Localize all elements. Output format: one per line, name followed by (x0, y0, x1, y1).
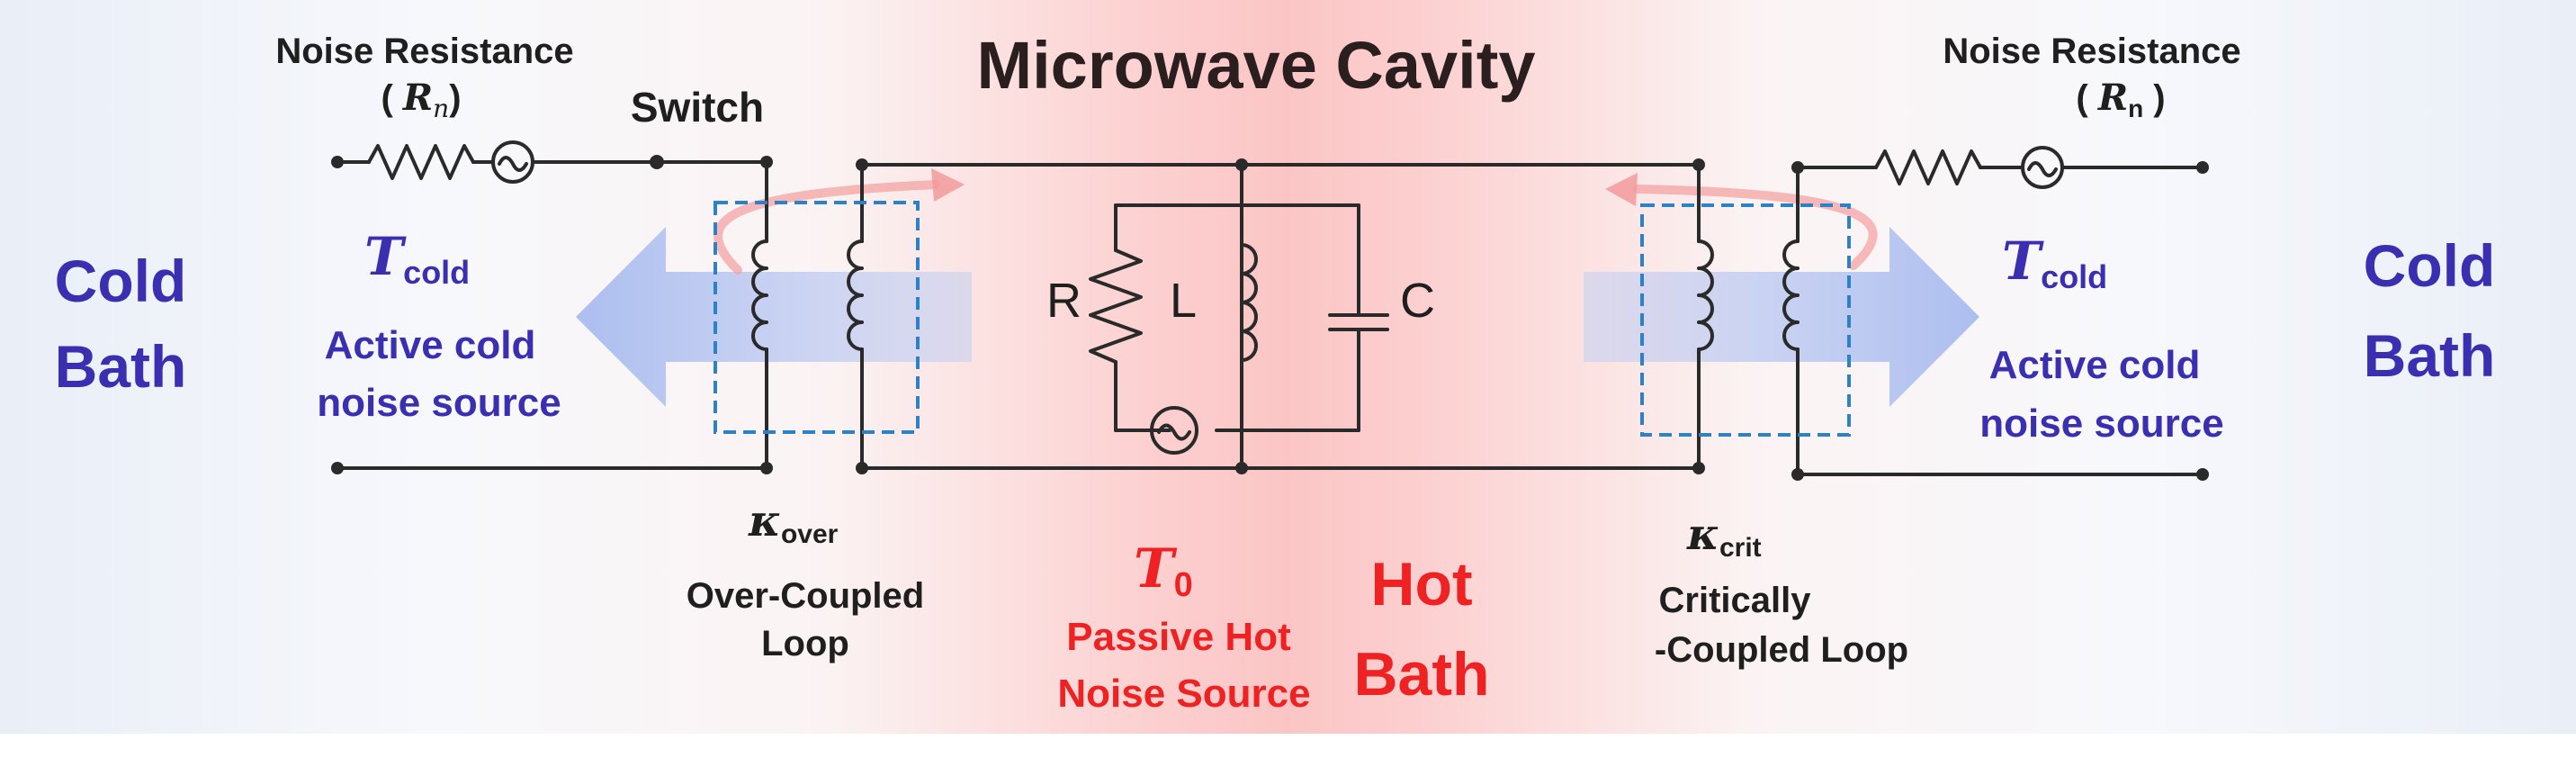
left-temp-symbol: T (364, 226, 407, 287)
cavity-node-top-center (1235, 158, 1248, 171)
left-noise-resistor (367, 144, 475, 180)
cavity-node-top-left (856, 158, 868, 171)
heat-flow-arrow-left (576, 227, 972, 407)
left-temp-subscript: cold (403, 254, 470, 291)
right-cold-bath-line2: Bath (2364, 322, 2496, 389)
kappa-crit-symbol: κ (1686, 510, 1719, 560)
left-coupling-loop-box (714, 201, 920, 434)
right-noise-resistance-label: Noise Resistance (1943, 32, 2240, 71)
kappa-crit-subscript: crit (1719, 533, 1762, 563)
over-coupled-line1: Over-Coupled (687, 576, 924, 616)
cavity-sine-icon (1157, 423, 1191, 441)
cavity-inductor (1240, 243, 1258, 362)
hot-bath-line1: Hot (1370, 550, 1472, 618)
left-noise-resistance-symbol: ( Rn) (381, 77, 461, 123)
switch-label: Switch (631, 84, 764, 131)
left-sine-icon (498, 156, 528, 172)
right-node-top (1791, 161, 1804, 174)
critically-coupled-line1: Critically (1659, 581, 1812, 620)
left-temp-label: Tcold (364, 226, 470, 291)
right-r-subscript: n (2128, 95, 2143, 122)
left-source-line2: noise source (317, 381, 561, 425)
coupling-arrow-left (714, 168, 965, 275)
right-node-bottom (1791, 468, 1804, 481)
left-inner-coil (847, 239, 864, 351)
right-outer-coil (1782, 239, 1800, 351)
switch-node (650, 155, 664, 169)
right-noise-resistance-symbol: ( Rn ) (2076, 77, 2165, 122)
right-r-symbol: R (2097, 77, 2128, 119)
bottom-margin (0, 734, 2576, 762)
left-terminal-bottom (331, 462, 344, 474)
kappa-crit-label: κcrit (1686, 510, 1762, 563)
cavity-node-bottom-left (856, 462, 868, 474)
hot-source-line1: Passive Hot (1066, 615, 1291, 659)
hot-bath-line2: Bath (1353, 640, 1489, 708)
kappa-over-subscript: over (781, 519, 839, 549)
left-node-top (760, 156, 773, 168)
left-terminal-top (331, 156, 344, 168)
right-cold-bath-line1: Cold (2364, 232, 2496, 299)
kappa-over-symbol: κ (748, 496, 781, 546)
coupling-arrow-right (1605, 173, 1878, 270)
hot-temp-symbol: T (1134, 537, 1178, 600)
left-cold-bath-line1: Cold (55, 248, 187, 314)
capacitor-label: C (1400, 274, 1435, 328)
diagram-title: Microwave Cavity (976, 28, 1535, 103)
left-source-line1: Active cold (325, 323, 536, 367)
cavity-node-bottom-center (1235, 462, 1248, 474)
inductor-label: L (1170, 274, 1197, 328)
right-temp-symbol: T (2002, 230, 2044, 292)
left-node-bottom (760, 462, 773, 474)
over-coupled-line2: Loop (761, 624, 849, 663)
resistor-label: R (1046, 274, 1082, 328)
left-r-subscript: n (433, 94, 449, 123)
left-noise-resistance-label: Noise Resistance (275, 32, 573, 71)
right-terminal-bottom (2196, 468, 2209, 481)
left-cold-bath-line2: Bath (55, 333, 187, 400)
right-temp-subscript: cold (2041, 258, 2107, 295)
heat-flow-arrow-right (1584, 227, 1979, 407)
left-outer-coil (751, 239, 768, 351)
right-temp-label: Tcold (2002, 230, 2107, 295)
right-sine-icon (2027, 161, 2058, 177)
hot-temp-subscript: 0 (1174, 566, 1193, 604)
critically-coupled-line2: -Coupled Loop (1655, 630, 1908, 670)
right-source-line2: noise source (1979, 402, 2223, 446)
right-terminal-top (2196, 161, 2209, 174)
hot-temp-label: T0 (1134, 537, 1193, 604)
right-noise-resistor (1874, 149, 1982, 185)
cavity-resistor (1089, 248, 1143, 364)
kappa-over-label: κover (748, 496, 839, 549)
right-inner-coil (1697, 239, 1714, 351)
cavity-noise-source-icon (1150, 406, 1198, 455)
left-r-symbol: R (402, 77, 433, 119)
hot-source-line2: Noise Source (1057, 672, 1310, 716)
right-coupling-loop-box (1640, 203, 1851, 437)
right-source-line1: Active cold (1989, 343, 2201, 387)
